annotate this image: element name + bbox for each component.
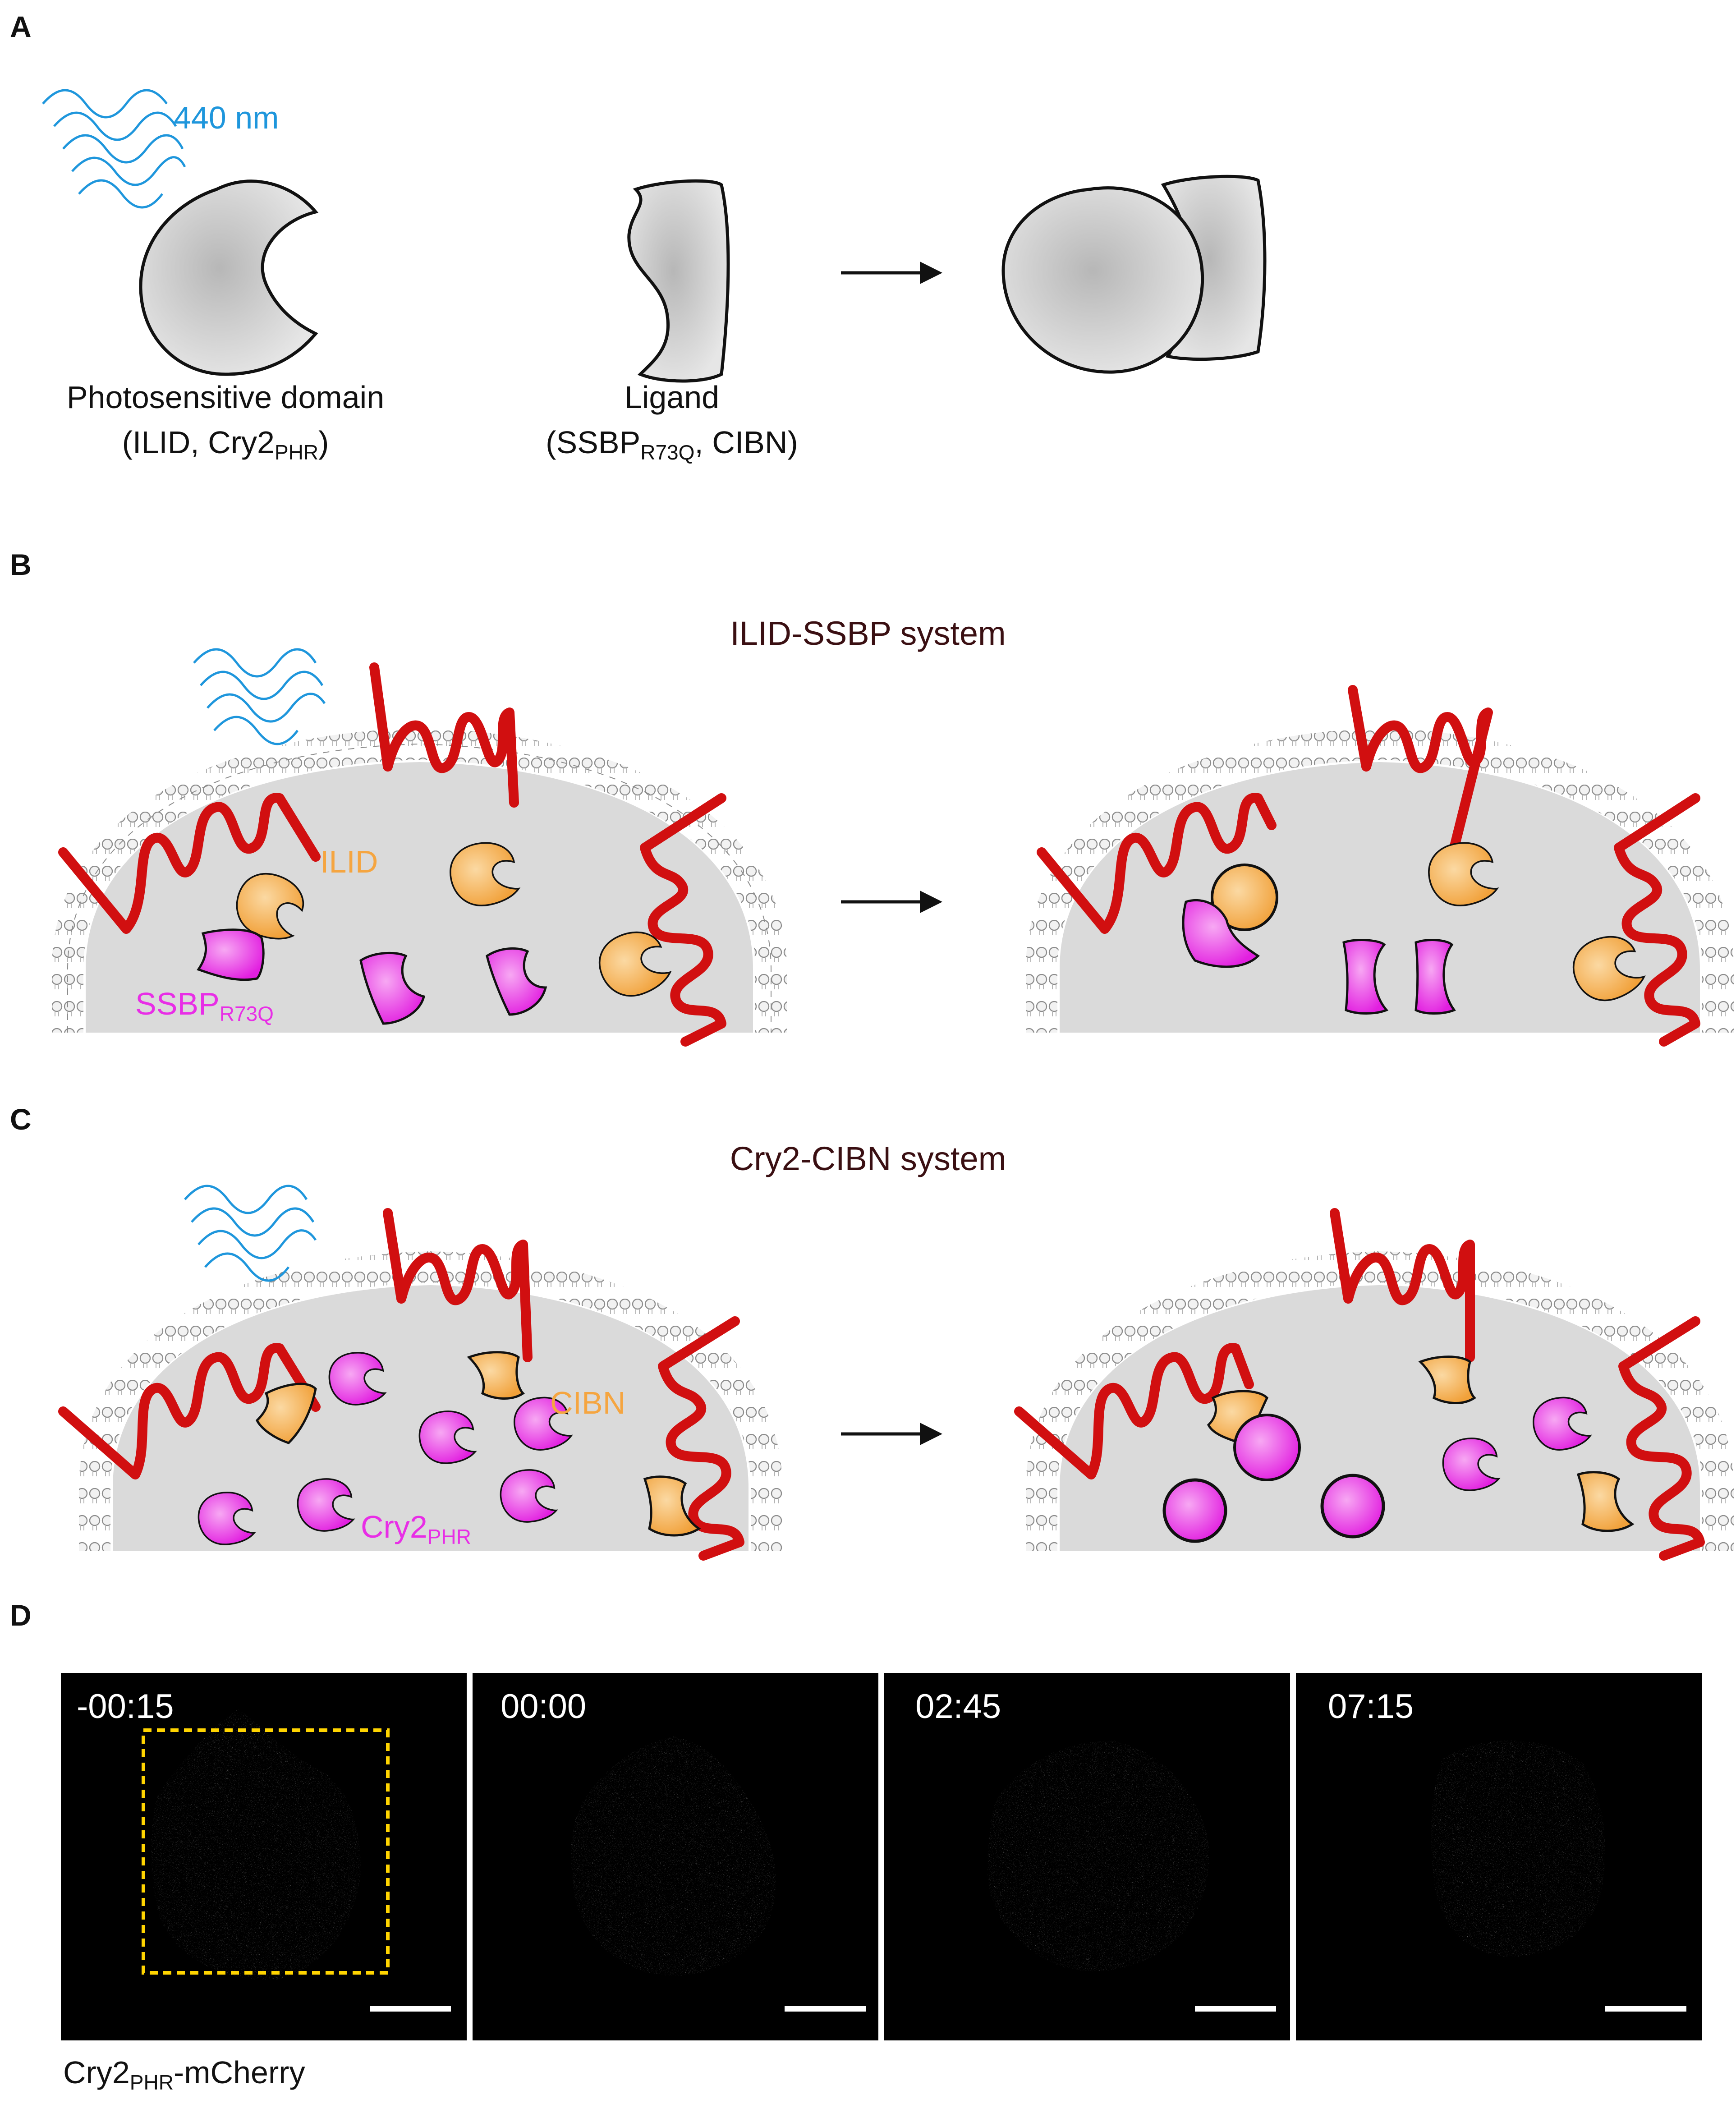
cry2-domain bbox=[1162, 1392, 1593, 1543]
panel-b-letter: B bbox=[10, 548, 32, 581]
ligand-shape bbox=[627, 179, 730, 383]
panel-c-title: Cry2-CIBN system bbox=[730, 1140, 1006, 1177]
timestamp: 07:15 bbox=[1328, 1687, 1414, 1726]
ligand-examples: (SSBPR73Q, CIBN) bbox=[546, 425, 798, 464]
transmembrane-protein bbox=[58, 662, 726, 1047]
light-wave-icon bbox=[42, 89, 186, 209]
light-wavelength-label: 440 nm bbox=[174, 100, 279, 135]
ligand-label: Ligand bbox=[625, 380, 719, 415]
cibn-ligand bbox=[1418, 1355, 1635, 1532]
micrograph-frame-4: 07:15 bbox=[1296, 1673, 1702, 2040]
ilid-ssbp-complex bbox=[1182, 864, 1278, 968]
light-wave-icon bbox=[184, 1185, 317, 1282]
transmembrane-protein bbox=[1014, 1208, 1705, 1561]
cry2-label: Cry2PHR bbox=[361, 1509, 471, 1548]
panel-a-letter: A bbox=[10, 10, 32, 43]
ilid-label: ILID bbox=[320, 844, 378, 879]
light-wave-icon bbox=[193, 648, 326, 745]
panel-b-title: ILID-SSBP system bbox=[730, 615, 1006, 652]
arrow-icon bbox=[841, 262, 942, 284]
panel-c: C Cry2-CIBN system bbox=[10, 1103, 1734, 1561]
photosensitive-label: Photosensitive domain bbox=[67, 380, 384, 415]
panel-b: B ILID-SSBP system ILID bbox=[10, 548, 1734, 1047]
panel-d-letter: D bbox=[10, 1599, 32, 1632]
photosensitive-domain-shape bbox=[139, 179, 319, 376]
ssbp-label: SSBPR73Q bbox=[135, 986, 274, 1025]
cibn-cry2-complex bbox=[1207, 1390, 1301, 1481]
micrograph-frame-1: -00:15 bbox=[61, 1673, 467, 2040]
cibn-ligand bbox=[255, 1351, 701, 1537]
micrograph-frame-3: 02:45 bbox=[884, 1673, 1290, 2040]
panel-c-letter: C bbox=[10, 1103, 32, 1136]
transmembrane-protein bbox=[1037, 685, 1700, 1047]
bound-complex-shape bbox=[1001, 175, 1267, 374]
timestamp: -00:15 bbox=[77, 1687, 174, 1726]
ssbp-ligand bbox=[197, 928, 547, 1025]
timestamp: 00:00 bbox=[501, 1687, 586, 1726]
photosensitive-examples: (ILID, Cry2PHR) bbox=[122, 425, 329, 464]
cibn-label: CIBN bbox=[550, 1385, 625, 1420]
ssbp-ligand bbox=[1342, 939, 1456, 1015]
arrow-icon bbox=[841, 1423, 942, 1445]
panel-d: D -00:15 00:00 02:45 07:15 Cry2PHR-m bbox=[10, 1599, 1702, 2094]
panel-a: A 440 nm Photosensitive domain (ILID, Cr… bbox=[10, 10, 1267, 464]
micrograph-frame-2: 00:00 bbox=[473, 1673, 878, 2040]
micrograph-caption: Cry2PHR-mCherry bbox=[63, 2055, 305, 2094]
timestamp: 02:45 bbox=[915, 1687, 1001, 1726]
transmembrane-protein bbox=[58, 1208, 744, 1561]
arrow-icon bbox=[841, 891, 942, 913]
